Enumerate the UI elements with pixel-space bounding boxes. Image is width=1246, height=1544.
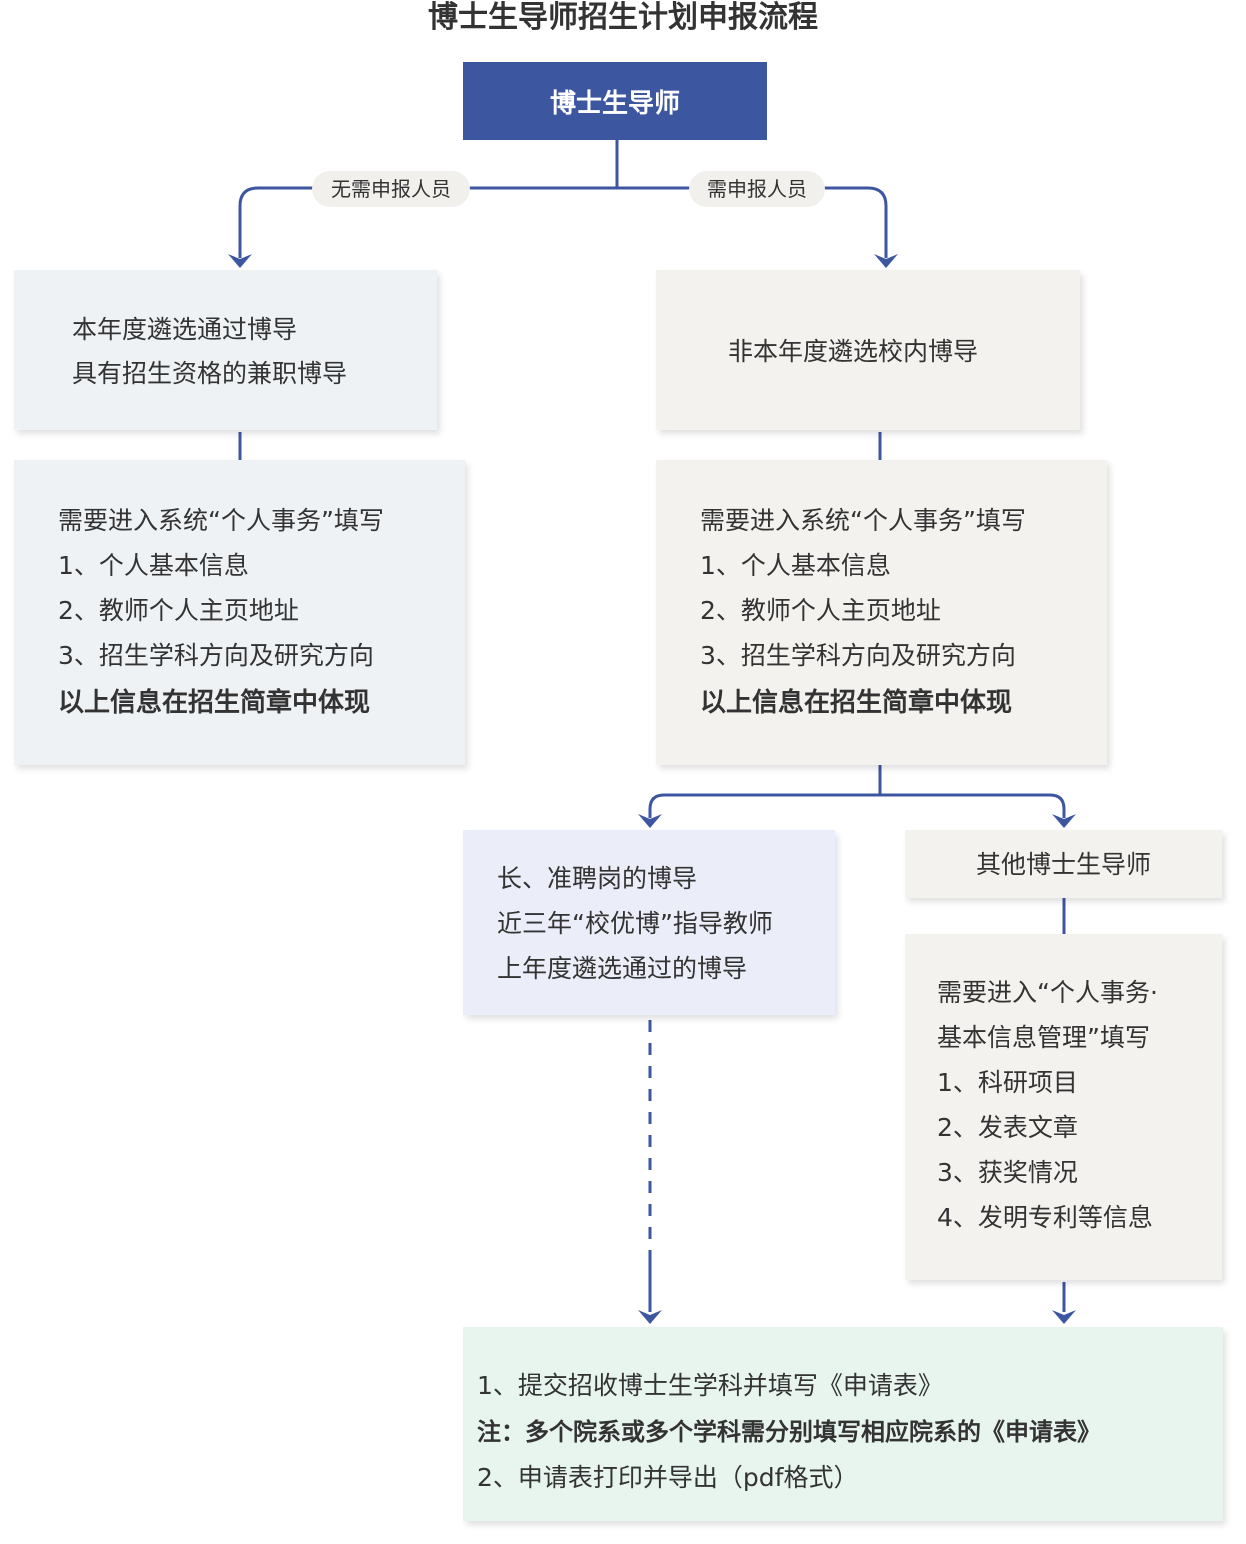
fill-item: 3、招生学科方向及研究方向: [58, 641, 374, 670]
arrowhead-final-left: [638, 1310, 662, 1324]
right-category-line: 非本年度遴选校内博导: [728, 337, 979, 366]
top-node-box: 博士生导师: [463, 62, 767, 140]
fill-item: 1、个人基本信息: [700, 551, 891, 580]
fill-item: 3、招生学科方向及研究方向: [700, 641, 1016, 670]
fill-note: 以上信息在招生简章中体现: [58, 688, 371, 718]
right-fill-info-box: 需要进入系统“个人事务”填写 1、个人基本信息 2、教师个人主页地址 3、招生学…: [656, 460, 1107, 765]
branch-label-left: 无需申报人员: [312, 171, 470, 207]
fill-heading: 需要进入系统“个人事务”填写: [58, 506, 384, 535]
sub-right-item: 3、获奖情况: [937, 1158, 1078, 1187]
left-category-line: 本年度遴选通过博导: [72, 315, 298, 344]
sub-right-label-box: 其他博士生导师: [905, 830, 1222, 898]
arrowhead-left: [228, 254, 252, 268]
arrowhead-sub-right: [1052, 814, 1076, 828]
left-fill-info-box: 需要进入系统“个人事务”填写 1、个人基本信息 2、教师个人主页地址 3、招生学…: [14, 460, 465, 765]
top-node-label: 博士生导师: [549, 88, 680, 119]
sub-left-line: 近三年“校优博”指导教师: [497, 909, 773, 938]
sub-right-item: 1、科研项目: [937, 1068, 1078, 1097]
arrowhead-final-right: [1052, 1310, 1076, 1324]
sub-left-line: 上年度遴选通过的博导: [497, 954, 748, 983]
fill-item: 2、教师个人主页地址: [58, 596, 299, 625]
fill-item: 1、个人基本信息: [58, 551, 249, 580]
connector-second-left: [648, 793, 880, 818]
fill-heading: 需要进入系统“个人事务”填写: [700, 506, 1026, 535]
sub-left-box: 长、准聘岗的博导 近三年“校优博”指导教师 上年度遴选通过的博导: [463, 830, 835, 1015]
fill-item: 2、教师个人主页地址: [700, 596, 941, 625]
branch-label-right: 需申报人员: [689, 171, 825, 207]
sub-right-label: 其他博士生导师: [975, 849, 1151, 879]
sub-right-item: 4、发明专利等信息: [937, 1203, 1153, 1232]
sub-right-heading: 基本信息管理”填写: [937, 1023, 1150, 1052]
sub-right-heading: 需要进入“个人事务·: [937, 978, 1158, 1007]
page-title: 博士生导师招生计划申报流程: [428, 0, 818, 35]
fill-note: 以上信息在招生简章中体现: [700, 688, 1013, 718]
connector-right-branch: [617, 186, 888, 258]
left-category-box: 本年度遴选通过博导 具有招生资格的兼职博导: [14, 270, 437, 430]
final-note: 注：多个院系或多个学科需分别填写相应院系的《申请表》: [477, 1418, 1101, 1446]
final-step-2: 2、申请表打印并导出（pdf格式）: [477, 1463, 859, 1492]
final-step-box: 1、提交招收博士生学科并填写《申请表》 注：多个院系或多个学科需分别填写相应院系…: [463, 1327, 1223, 1521]
left-category-line: 具有招生资格的兼职博导: [72, 359, 348, 388]
connector-left-branch: [238, 186, 617, 258]
right-category-box: 非本年度遴选校内博导: [656, 270, 1080, 430]
connector-second-right: [880, 793, 1066, 818]
arrowhead-sub-left: [638, 814, 662, 828]
sub-right-fill-box: 需要进入“个人事务· 基本信息管理”填写 1、科研项目 2、发表文章 3、获奖情…: [905, 934, 1222, 1280]
arrowhead-right: [874, 254, 898, 268]
sub-left-line: 长、准聘岗的博导: [497, 864, 698, 893]
final-step-1: 1、提交招收博士生学科并填写《申请表》: [477, 1371, 943, 1400]
sub-right-item: 2、发表文章: [937, 1113, 1078, 1142]
